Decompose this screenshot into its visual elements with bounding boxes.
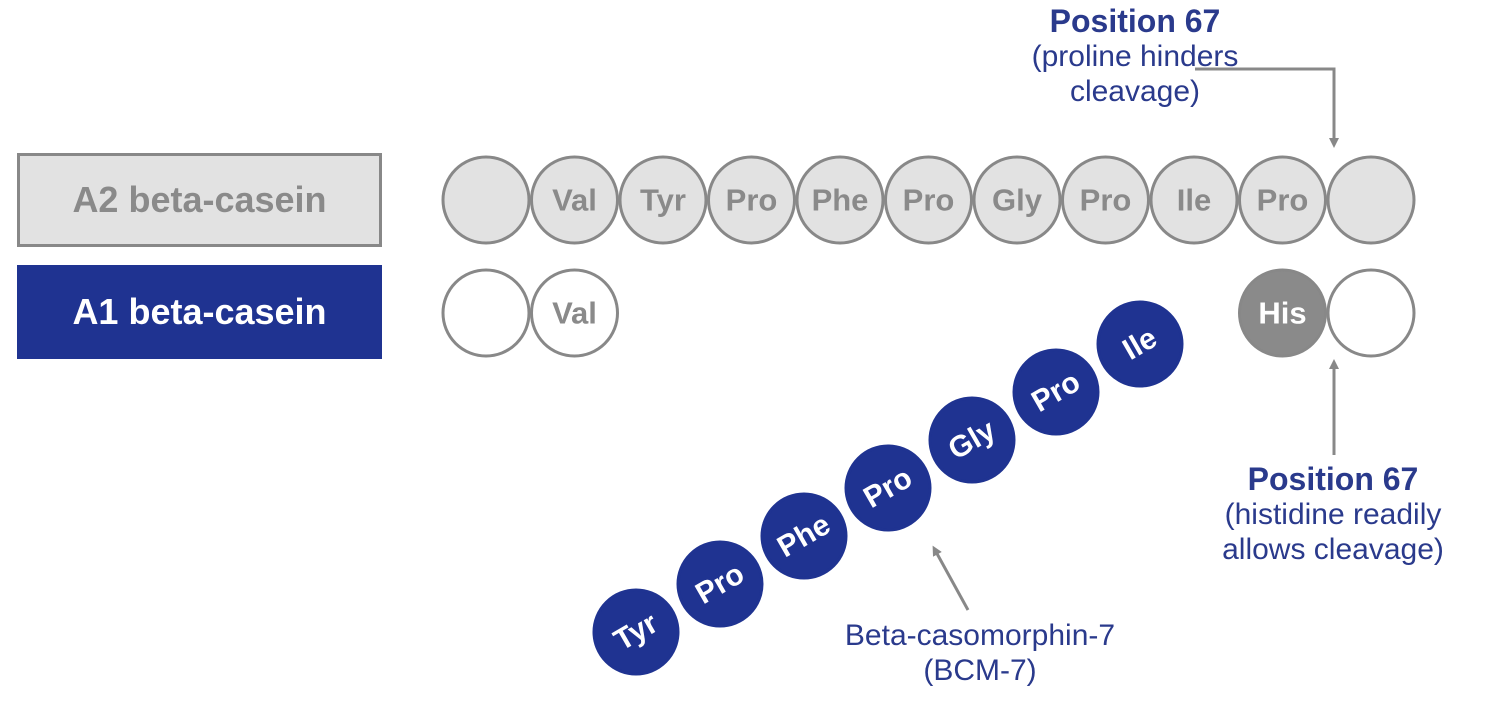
a2-residue-val: Val — [530, 155, 619, 245]
residue-circle — [592, 588, 680, 676]
bcm7-annotation-line1: Beta-casomorphin-7 — [844, 619, 1116, 652]
his-annotation: Position 67 (histidine readily allows cl… — [1168, 462, 1498, 567]
residue-label: Val — [552, 183, 597, 218]
bcm7-residue-phe: Phe — [760, 492, 848, 580]
bcm7-residue-pro: Pro — [676, 540, 764, 628]
residue-circle — [618, 155, 708, 245]
residue-circle — [441, 268, 531, 358]
residue-circle — [707, 155, 796, 245]
residue-label: Ile — [1177, 183, 1211, 218]
his-annotation-line1: (histidine readily — [1224, 498, 1442, 531]
a2-residue-pro: Pro — [1238, 155, 1327, 245]
residue-label: Pro — [903, 183, 955, 218]
a2-residue-phe: Phe — [795, 155, 885, 245]
a1-amino-acid-chain: Val His — [441, 268, 1416, 358]
bcm7-residue-pro: Pro — [844, 444, 932, 532]
residue-circle — [972, 155, 1062, 245]
top-annotation-title: Position 67 — [1049, 3, 1221, 39]
bcm7-residue-ile: Ile — [1096, 300, 1184, 388]
residue-circle — [1012, 348, 1100, 436]
residue-circle — [1326, 155, 1416, 245]
a2-residue-blank — [441, 155, 531, 245]
bcm7-residue-gly: Gly — [928, 396, 1016, 484]
a1-residue-blank — [441, 268, 531, 358]
his-annotation-line2: allows cleavage) — [1222, 533, 1444, 566]
residue-label: Phe — [812, 183, 869, 218]
residue-circle — [884, 155, 973, 245]
a2-beta-casein-label: A2 beta-casein — [17, 153, 382, 247]
residue-circle — [676, 540, 764, 628]
a2-residue-tyr: Tyr — [618, 155, 708, 245]
a2-residue-pro: Pro — [707, 155, 796, 245]
top-annotation-line2: cleavage) — [1069, 75, 1201, 108]
top-annotation-line1: (proline hinders — [1031, 40, 1239, 73]
residue-label: Pro — [1080, 183, 1132, 218]
his-annotation-title: Position 67 — [1247, 461, 1419, 497]
residue-label: His — [1258, 296, 1306, 331]
a1-residue-his: His — [1238, 268, 1327, 358]
a1-beta-casein-label: A1 beta-casein — [17, 265, 382, 359]
top-annotation: Position 67 (proline hinders cleavage) — [1000, 4, 1270, 109]
residue-label: Val — [552, 296, 597, 331]
a2-residue-gly: Gly — [972, 155, 1062, 245]
a2-residue-blank — [1326, 155, 1416, 245]
residue-circle — [1238, 155, 1327, 245]
top-annotation-arrow — [1195, 67, 1339, 148]
residue-label: Tyr — [640, 183, 686, 218]
residue-circle — [1149, 155, 1239, 245]
bcm7-residue-tyr: Tyr — [592, 588, 680, 676]
a1-residue-val: Val — [530, 268, 619, 358]
residue-circle — [530, 268, 619, 358]
residue-circle — [760, 492, 848, 580]
residue-circle — [1238, 268, 1327, 358]
residue-circle — [928, 396, 1016, 484]
bcm7-residue-pro: Pro — [1012, 348, 1100, 436]
bcm7-annotation: Beta-casomorphin-7 (BCM-7) — [800, 618, 1160, 688]
a2-residue-pro: Pro — [884, 155, 973, 245]
residue-circle — [1326, 268, 1416, 358]
bcm7-annotation-line2: (BCM-7) — [923, 654, 1037, 687]
residue-circle — [1061, 155, 1150, 245]
residue-circle — [530, 155, 619, 245]
residue-label: Pro — [726, 183, 778, 218]
residue-label: Gly — [992, 183, 1043, 218]
a2-residue-ile: Ile — [1149, 155, 1239, 245]
residue-label: Pro — [1257, 183, 1309, 218]
residue-circle — [441, 155, 531, 245]
bcm7-annotation-arrow — [932, 545, 970, 611]
residue-circle — [1096, 300, 1184, 388]
residue-circle — [844, 444, 932, 532]
residue-circle — [795, 155, 885, 245]
a2-amino-acid-chain: Val Tyr Pro Phe Pro Gly Pro Ile Pro — [441, 155, 1416, 245]
a2-residue-pro: Pro — [1061, 155, 1150, 245]
a1-residue-blank — [1326, 268, 1416, 358]
